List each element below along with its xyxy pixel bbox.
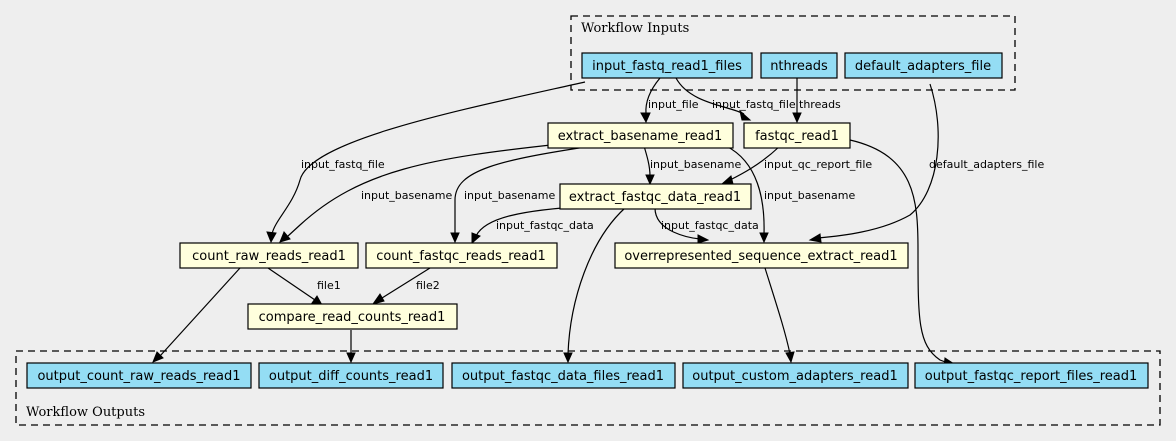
- edge-label-default-adapters-file: default_adapters_file: [929, 158, 1044, 171]
- node-label: compare_read_counts_read1: [259, 310, 446, 325]
- node-output-count-raw-reads-read1[interactable]: output_count_raw_reads_read1: [26, 362, 252, 389]
- arrowhead: [792, 112, 802, 124]
- edge-fastqc-to-report-output: [849, 139, 949, 364]
- node-fastqc-read1[interactable]: fastqc_read1: [743, 122, 851, 149]
- arrowhead: [645, 174, 655, 186]
- node-label: overrepresented_sequence_extract_read1: [624, 249, 897, 264]
- edge-fastqc-to-extract-data: [729, 145, 781, 181]
- edge-label-input-fastq-file-count: input_fastq_file: [301, 158, 385, 171]
- edge-overrep-to-adapters-output: [764, 267, 791, 355]
- node-output-custom-adapters-read1[interactable]: output_custom_adapters_read1: [682, 362, 909, 389]
- node-input-fastq-read1-files[interactable]: input_fastq_read1_files: [581, 52, 753, 79]
- arrowhead: [266, 231, 277, 244]
- edge-label-file2: file2: [416, 279, 440, 292]
- edge-label-input-basename-extract-data: input_basename: [650, 158, 741, 171]
- arrowhead: [739, 109, 752, 121]
- node-compare-read-counts-read1[interactable]: compare_read_counts_read1: [247, 303, 458, 330]
- edge-label-input-file: input_file: [648, 98, 699, 111]
- edge-input-to-extract-basename: [645, 77, 661, 115]
- edge-label-input-qc-report-file: input_qc_report_file: [764, 158, 872, 171]
- edge-input-to-fastqc: [675, 77, 745, 115]
- node-label: output_fastqc_report_files_read1: [925, 369, 1138, 384]
- node-label: count_fastqc_reads_read1: [376, 249, 546, 264]
- edge-extract-data-to-overrep: [654, 207, 701, 240]
- node-label: output_count_raw_reads_read1: [37, 369, 240, 384]
- node-output-fastqc-report-files-read1[interactable]: output_fastqc_report_files_read1: [914, 362, 1149, 389]
- edge-label-input-fastq-file-fastqc: input_fastq_file: [712, 98, 796, 111]
- node-output-diff-counts-read1[interactable]: output_diff_counts_read1: [258, 362, 444, 389]
- input-nodes: input_fastq_read1_files nthreads default…: [581, 52, 1003, 79]
- arrowhead: [720, 175, 734, 185]
- arrowhead: [785, 351, 795, 364]
- node-count-fastqc-reads-read1[interactable]: count_fastqc_reads_read1: [365, 242, 558, 269]
- edges: [152, 77, 956, 368]
- node-default-adapters-file[interactable]: default_adapters_file: [844, 52, 1003, 79]
- edge-label-threads: threads: [799, 98, 841, 111]
- edge-label-input-fastqc-data-overrep: input_fastqc_data: [661, 219, 759, 232]
- arrowhead: [697, 234, 710, 244]
- edge-adapters-to-overrep: [817, 83, 939, 239]
- node-label: output_custom_adapters_read1: [692, 369, 897, 384]
- node-label: default_adapters_file: [855, 59, 991, 74]
- edge-label-input-basename-raw: input_basename: [361, 189, 452, 202]
- node-label: input_fastq_read1_files: [592, 59, 742, 74]
- arrowhead: [471, 232, 481, 245]
- node-output-fastqc-data-files-read1[interactable]: output_fastqc_data_files_read1: [451, 362, 676, 389]
- node-overrepresented-sequence-extract-read1[interactable]: overrepresented_sequence_extract_read1: [614, 242, 909, 269]
- edge-count-raw-to-output: [159, 267, 241, 357]
- node-label: output_fastqc_data_files_read1: [462, 369, 664, 384]
- arrowhead: [563, 352, 573, 364]
- edge-basename-to-count-fastqc: [454, 145, 593, 234]
- node-extract-basename-read1[interactable]: extract_basename_read1: [547, 122, 734, 149]
- node-label: nthreads: [770, 59, 828, 74]
- edge-label-input-basename-count-fastqc: input_basename: [464, 189, 555, 202]
- edge-count-fastqc-to-compare: [381, 267, 431, 299]
- edge-count-raw-to-compare: [267, 267, 316, 301]
- edge-labels: input_file input_fastq_file threads inpu…: [301, 98, 1044, 292]
- node-label: output_diff_counts_read1: [269, 369, 433, 384]
- edge-label-input-fastqc-data-count: input_fastqc_data: [496, 219, 594, 232]
- edge-input-to-count-raw: [271, 81, 586, 235]
- workflow-outputs-label: Workflow Outputs: [26, 405, 145, 420]
- edge-basename-to-count-raw: [287, 143, 561, 237]
- edge-extract-data-to-data-output: [567, 207, 626, 355]
- node-extract-fastqc-data-read1[interactable]: extract_fastqc_data_read1: [559, 183, 752, 210]
- arrowhead: [371, 293, 385, 305]
- edge-label-input-basename-overrep: input_basename: [764, 189, 855, 202]
- workflow-outputs-cluster: Workflow Outputs: [15, 350, 1161, 426]
- node-label: fastqc_read1: [755, 129, 839, 144]
- node-label: count_raw_reads_read1: [192, 249, 346, 264]
- node-nthreads[interactable]: nthreads: [760, 52, 838, 79]
- node-label: extract_basename_read1: [558, 129, 723, 144]
- edge-label-file1: file1: [317, 279, 341, 292]
- arrowhead: [450, 232, 460, 244]
- arrowhead: [279, 231, 291, 243]
- step-nodes: extract_basename_read1 fastqc_read1 extr…: [179, 122, 909, 330]
- node-count-raw-reads-read1[interactable]: count_raw_reads_read1: [179, 242, 359, 269]
- arrowhead: [759, 232, 769, 244]
- arrowhead: [152, 351, 164, 363]
- arrowhead: [640, 112, 651, 124]
- workflow-inputs-label: Workflow Inputs: [581, 21, 689, 36]
- output-nodes: output_count_raw_reads_read1 output_diff…: [26, 362, 1149, 389]
- workflow-inputs-cluster: Workflow Inputs: [570, 15, 1016, 91]
- edge-basename-to-overrep: [725, 145, 765, 235]
- node-label: extract_fastqc_data_read1: [569, 190, 741, 205]
- arrowhead: [808, 233, 822, 243]
- arrowhead: [346, 352, 356, 364]
